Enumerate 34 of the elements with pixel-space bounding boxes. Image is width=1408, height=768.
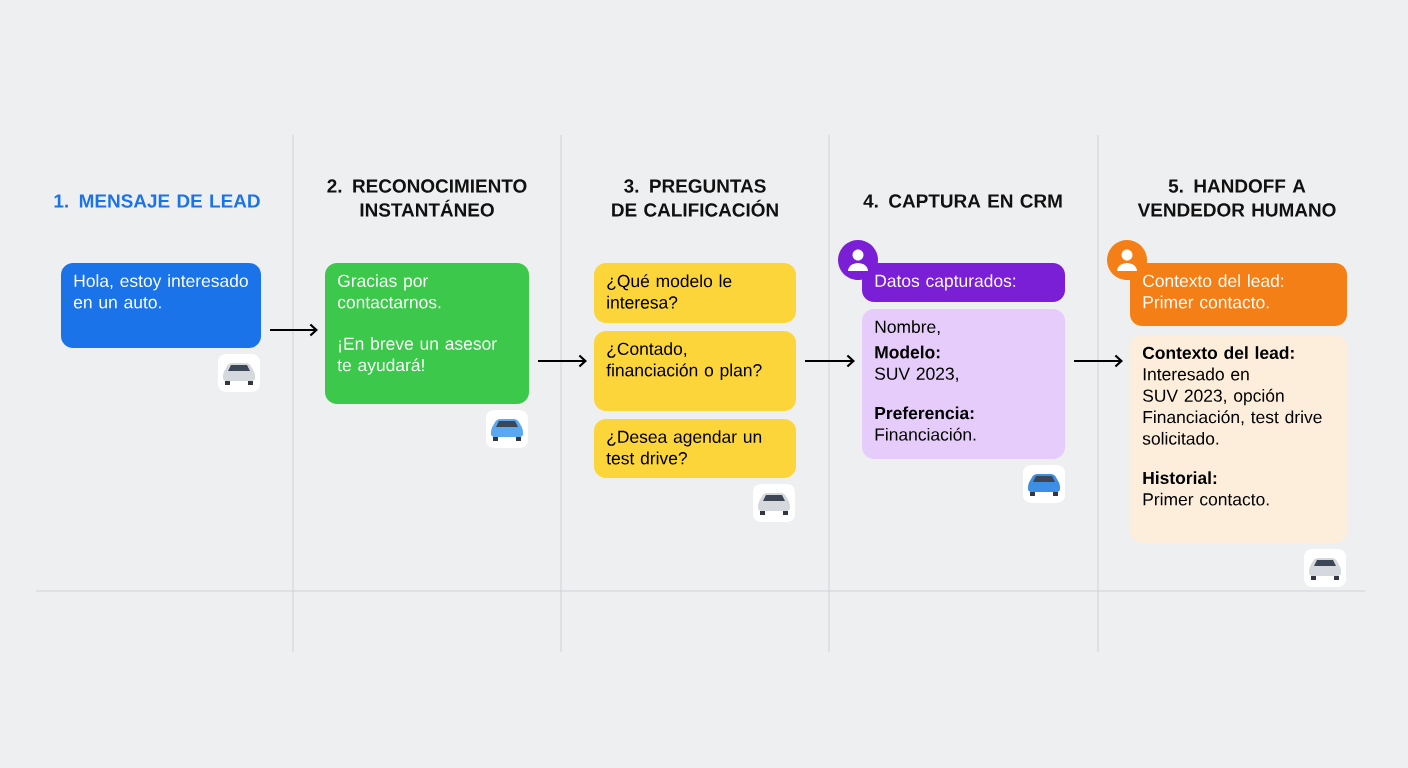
column-heading: 4. CAPTURA EN CRM — [863, 194, 1062, 208]
chat-bubble — [862, 309, 1065, 459]
node-label: Contexto del lead: Primer contacto. — [1143, 274, 1284, 309]
column-heading: 3. PREGUNTAS DE CALIFICACIÓN — [612, 179, 778, 217]
node-label: Interesado en SUV 2023, opción Financiación, test drive solicitado. — [1142, 367, 1322, 445]
node-label: Modelo: — [875, 345, 940, 359]
column-heading: 1. MENSAJE DE LEAD — [54, 194, 260, 208]
arrow — [1074, 354, 1123, 368]
node-label: Datos capturados: — [875, 274, 1016, 291]
node-label: ¿Desea agendar un test drive? — [606, 430, 762, 465]
node-label: ¡En breve un asesor te ayudará! — [337, 337, 497, 375]
node-label: Primer contacto. — [1143, 492, 1269, 506]
node-label: SUV 2023, — [875, 367, 958, 382]
chat-bubble — [862, 263, 1065, 302]
chat-bubble — [61, 263, 261, 348]
chat-bubble — [594, 419, 796, 478]
chat-bubble — [594, 331, 796, 411]
node-label: Hola, estoy interesado en un auto. — [73, 274, 248, 309]
node-label: Contexto del lead: — [1142, 346, 1294, 360]
arrow — [270, 323, 318, 337]
chat-bubble — [594, 263, 796, 323]
node-label: Nombre, — [875, 320, 940, 336]
chat-bubble — [325, 263, 529, 404]
arrow — [805, 354, 855, 368]
chat-bubble — [1130, 263, 1347, 326]
column-heading: 2. RECONOCIMIENTO INSTANTÁNEO — [327, 179, 527, 217]
node-label: ¿Contado, financiación o plan? — [606, 342, 762, 380]
node-label: ¿Qué modelo le interesa? — [607, 274, 732, 309]
node-label: Financiación. — [875, 427, 976, 441]
column-heading: 5. HANDOFF A VENDEDOR HUMANO — [1137, 179, 1336, 217]
node-label: Gracias por contactarnos. — [337, 274, 441, 309]
node-label: Historial: — [1143, 471, 1217, 485]
node-label: Preferencia: — [875, 406, 974, 420]
arrow — [538, 354, 587, 368]
